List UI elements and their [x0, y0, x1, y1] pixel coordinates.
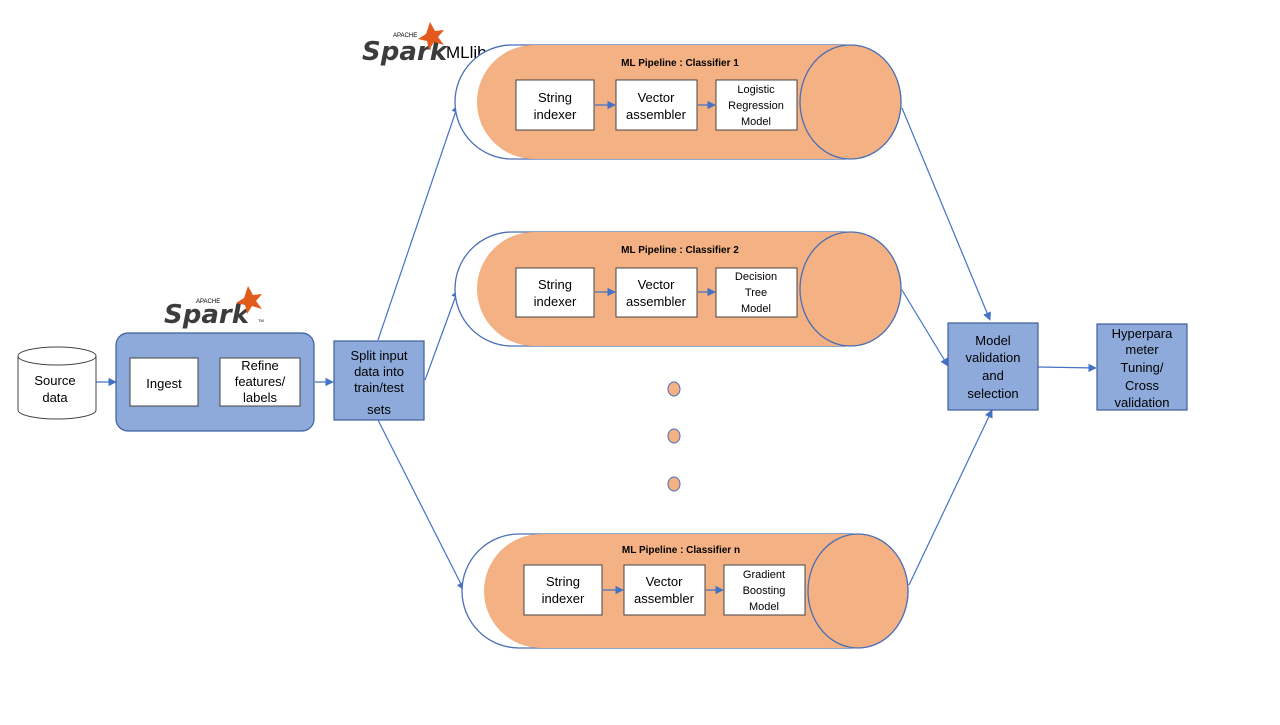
ingest-box	[129, 357, 199, 407]
hyper-line-5: validation	[1115, 395, 1170, 410]
refine-label-line-2: features/	[235, 374, 286, 389]
split-box	[333, 340, 425, 421]
spark-star-icon	[236, 286, 262, 314]
more-pipelines-ellipsis	[667, 381, 681, 492]
pipeline-2-model-box	[715, 267, 798, 318]
refine-label-line-3: labels	[243, 390, 277, 405]
split-stage: Split input data into train/test sets	[333, 340, 425, 421]
pipeline-2-vector-assembler-box	[615, 267, 698, 318]
pipeline-1-string-indexer-line-1: String	[538, 90, 572, 105]
pipeline-2-model-line-2: Tree	[745, 287, 767, 299]
ml-pipeline-classifier-n: ML Pipeline : Classifier n String indexe…	[461, 533, 909, 649]
arrow-pipeline-n-to-validation	[908, 409, 993, 586]
validation-line-4: selection	[967, 386, 1018, 401]
pipeline-n-string-indexer-line-2: indexer	[542, 591, 585, 606]
pipeline-n-vector-assembler-line-2: assembler	[634, 591, 695, 606]
ml-pipeline-classifier-2: ML Pipeline : Classifier 2 String indexe…	[454, 231, 902, 347]
pipeline-1-model-line-3: Model	[741, 116, 771, 128]
pipeline-1-model-line-1: Logistic	[737, 84, 775, 96]
hyper-line-1: Hyperpara	[1112, 326, 1173, 341]
arrow-split-to-pipeline-n	[377, 419, 465, 591]
pipeline-1-title: ML Pipeline : Classifier 1	[621, 58, 739, 69]
pipeline-1-vector-assembler-line-2: assembler	[626, 107, 687, 122]
pipeline-1-vector-assembler-box	[615, 79, 698, 131]
pipeline-n-string-indexer-box	[523, 564, 603, 616]
hyper-line-3: Tuning/	[1121, 360, 1164, 375]
pipeline-n-model-line-3: Model	[749, 601, 779, 613]
pipeline-2-end-cap	[799, 231, 902, 347]
hyper-line-4: Cross	[1125, 378, 1159, 393]
split-label-line-1: Split input	[350, 348, 407, 363]
pipeline-2-string-indexer-box	[515, 267, 595, 318]
arrow-split-to-pipeline-1	[377, 104, 460, 341]
split-label-line-4: sets	[367, 402, 391, 417]
split-label-line-3: train/test	[354, 380, 404, 395]
pipeline-n-title: ML Pipeline : Classifier n	[622, 545, 740, 556]
arrow-validation-to-hyper	[1037, 363, 1097, 373]
pipeline-1-string-indexer-line-2: indexer	[534, 107, 577, 122]
pipeline-n-end-cap	[807, 533, 909, 649]
pipeline-1-vector-assembler-line-1: Vector	[638, 90, 676, 105]
pipeline-1-end-cap	[799, 44, 902, 160]
pipeline-2-vector-assembler-line-2: assembler	[626, 294, 687, 309]
hyperparameter-box	[1096, 323, 1188, 411]
source-data-cylinder: Source data	[17, 346, 97, 420]
pipeline-n-model-box	[723, 564, 806, 616]
refine-label-line-1: Refine	[241, 358, 279, 373]
pipeline-2-model-line-3: Model	[741, 303, 771, 315]
hyper-line-2: meter	[1125, 342, 1159, 357]
pipeline-n-vector-assembler-box	[623, 564, 706, 616]
arrow-pipeline-2-to-validation	[901, 289, 949, 367]
source-label-line-1: Source	[34, 373, 75, 388]
pipeline-2-title: ML Pipeline : Classifier 2	[621, 245, 739, 256]
pipeline-n-vector-assembler-line-1: Vector	[646, 574, 684, 589]
ellipsis-dot-1	[667, 381, 681, 397]
spark-logo-word: Spark	[164, 300, 251, 330]
spark-mllib-logo: APACHE Spark MLlib	[362, 22, 487, 67]
pipeline-1-string-indexer-box	[515, 79, 595, 131]
spark-logo-tm: TM	[258, 318, 264, 323]
refine-box	[219, 357, 301, 407]
ellipsis-dot-2	[667, 428, 681, 444]
validation-line-2: validation	[966, 350, 1021, 365]
split-label-line-2: data into	[354, 364, 404, 379]
connectors	[96, 104, 1097, 591]
validation-line-3: and	[982, 368, 1004, 383]
mllib-logo-apache: APACHE	[393, 33, 417, 39]
model-validation-stage: Model validation and selection	[947, 322, 1039, 411]
ingest-label: Ingest	[146, 376, 182, 391]
spark-stage: Ingest Refine features/ labels	[115, 332, 315, 432]
spark-logo-apache: APACHE	[196, 299, 220, 305]
pipeline-n-model-line-1: Gradient	[743, 569, 785, 581]
model-validation-box	[947, 322, 1039, 411]
validation-line-1: Model	[975, 333, 1011, 348]
mllib-spark-star-icon	[418, 22, 444, 50]
pipeline-1-model-box	[715, 79, 798, 131]
pipeline-2-vector-assembler-line-1: Vector	[638, 277, 676, 292]
ellipsis-dot-3	[667, 476, 681, 492]
pipeline-n-string-indexer-line-1: String	[546, 574, 580, 589]
source-label-line-2: data	[42, 390, 68, 405]
pipeline-2-string-indexer-line-1: String	[538, 277, 572, 292]
pipeline-n-model-line-2: Boosting	[743, 585, 786, 597]
arrow-split-to-pipeline-2	[424, 289, 460, 381]
pipeline-2-string-indexer-line-2: indexer	[534, 294, 577, 309]
ml-pipeline-classifier-1: ML Pipeline : Classifier 1 String indexe…	[454, 44, 902, 160]
hyperparameter-tuning-stage: Hyperpara meter Tuning/ Cross validation	[1096, 323, 1188, 411]
apache-spark-logo: APACHE Spark TM	[164, 286, 264, 330]
pipeline-1-model-line-2: Regression	[728, 100, 784, 112]
arrow-pipeline-1-to-validation	[901, 107, 991, 321]
pipeline-2-model-line-1: Decision	[735, 271, 777, 283]
